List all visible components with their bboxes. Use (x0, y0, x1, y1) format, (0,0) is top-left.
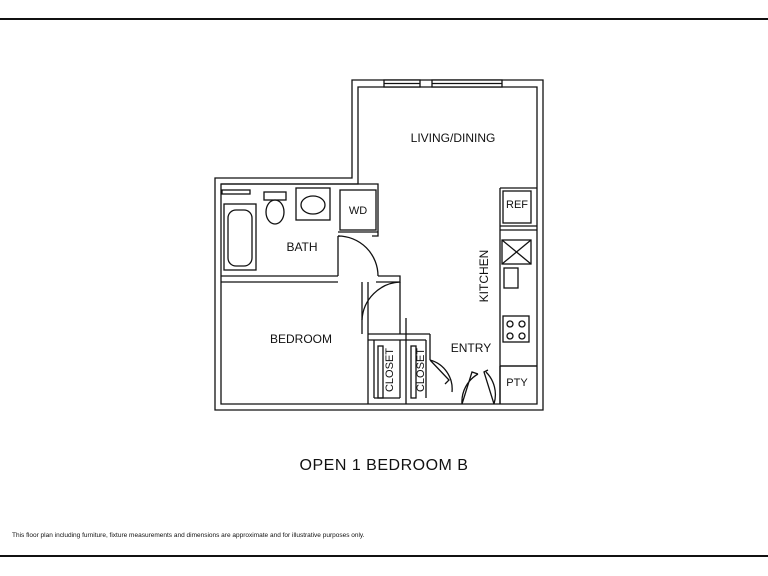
vanity (295, 187, 331, 221)
washer-dryer (339, 189, 377, 231)
bath-bedroom-wall (221, 275, 338, 283)
bath-shelf (221, 189, 251, 195)
label-living-dining: LIVING/DINING (411, 131, 496, 145)
plan-title: OPEN 1 BEDROOM B (299, 457, 469, 474)
label-wd: WD (349, 205, 367, 217)
bathtub-inner (227, 209, 253, 267)
burner (506, 320, 514, 328)
bedroom-door (361, 281, 401, 321)
stove (502, 315, 530, 343)
outer-wall (214, 79, 544, 411)
bottom-rule (0, 555, 768, 557)
entry-door-right (483, 369, 497, 405)
label-closet-right: CLOSET (415, 348, 427, 392)
label-bath: BATH (286, 240, 317, 254)
burner (518, 320, 526, 328)
closet-left-shelf (377, 345, 384, 399)
kitchen-sink-frame (501, 239, 532, 265)
top-rule (0, 18, 768, 20)
wall-stub-right (376, 275, 401, 283)
bath-door (337, 235, 379, 277)
entry-door-left (461, 371, 479, 405)
bath-wall (221, 183, 379, 237)
label-entry: ENTRY (451, 341, 491, 355)
toilet-bowl (265, 199, 285, 225)
bedroom-partition (361, 282, 407, 334)
closet-right-shelf (410, 345, 417, 399)
burner (518, 332, 526, 340)
toilet-tank (263, 191, 287, 201)
label-bedroom: BEDROOM (270, 332, 332, 346)
pantry-walls (499, 365, 537, 404)
label-closet-left: CLOSET (384, 348, 396, 392)
kitchen-counter (499, 187, 537, 404)
refrigerator (502, 190, 532, 224)
burner (506, 332, 514, 340)
closet-door (429, 359, 453, 393)
bathtub (223, 203, 257, 271)
dishwasher (503, 267, 519, 289)
label-ref: REF (506, 199, 528, 211)
label-pty: PTY (506, 377, 528, 389)
closet-walls (367, 333, 431, 404)
disclaimer: This floor plan including furniture, fix… (12, 532, 365, 539)
label-kitchen: KITCHEN (477, 250, 491, 303)
vanity-sink (300, 195, 326, 215)
